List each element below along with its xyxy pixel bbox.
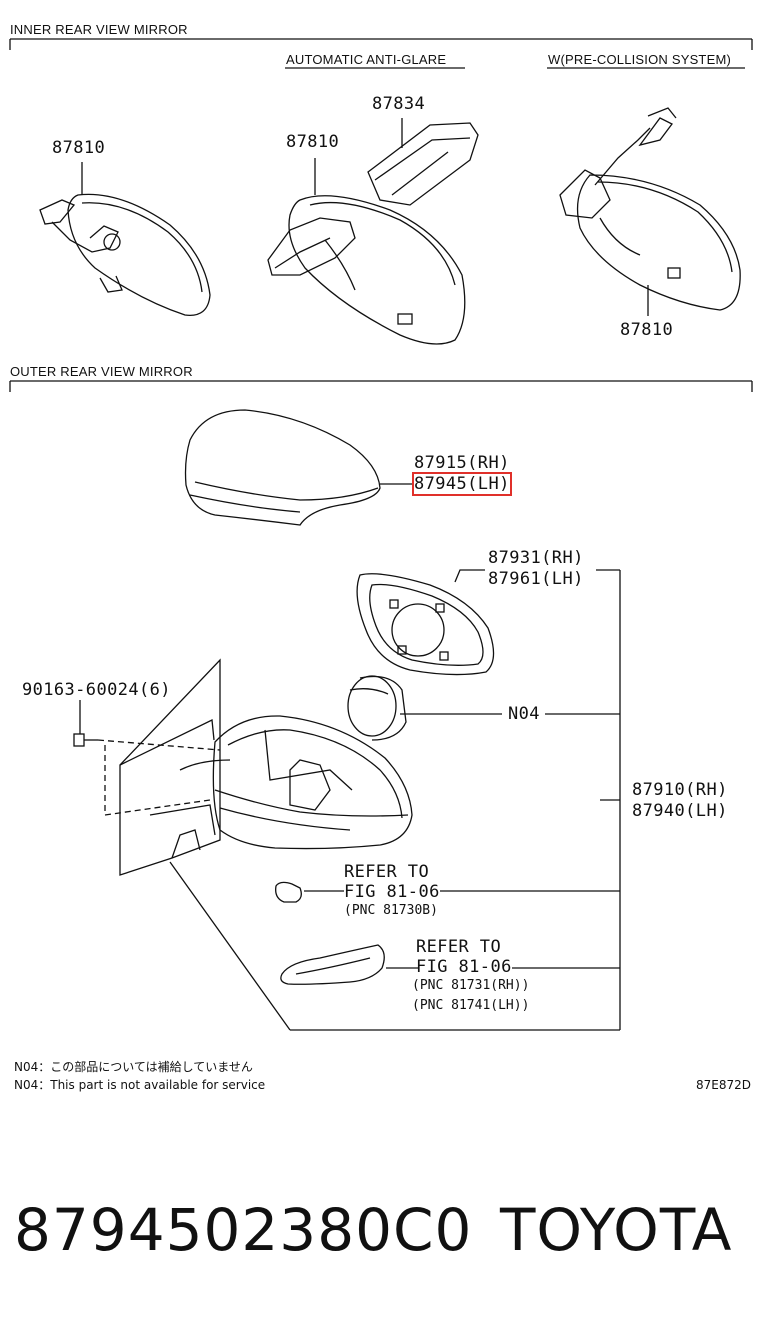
- note-en: N04：This part is not available for servi…: [14, 1078, 266, 1092]
- part-label-87931-rh[interactable]: 87931(RH): [488, 548, 584, 568]
- part-label-87910-rh[interactable]: 87910(RH): [632, 780, 728, 800]
- part-label-87810-precollision[interactable]: 87810: [620, 320, 674, 340]
- variant-label-auto-anti-glare: AUTOMATIC ANTI-GLARE: [286, 52, 447, 67]
- part-label-87915-rh[interactable]: 87915(RH): [414, 453, 510, 473]
- ref2-figure-link[interactable]: FIG 81-06: [416, 957, 512, 977]
- mirror-glass-drawing: [356, 569, 495, 676]
- ref2-line1: REFER TO: [416, 937, 502, 957]
- inner-mirror-basic-drawing: [39, 162, 211, 316]
- footer-part-number: 8794502380C0: [14, 1196, 473, 1264]
- section-bracket-inner: [9, 38, 753, 50]
- part-label-87810-auto[interactable]: 87810: [286, 132, 340, 152]
- variant-label-pre-collision: W(PRE-COLLISION SYSTEM): [548, 52, 732, 67]
- footer-brand: TOYOTA: [500, 1196, 733, 1264]
- note-jp: N04：この部品については補給していません: [14, 1060, 253, 1074]
- inner-mirror-precollision-drawing: [559, 107, 741, 316]
- part-label-87834[interactable]: 87834: [372, 94, 426, 114]
- part-label-90163-60024[interactable]: 90163-60024(6): [22, 680, 171, 700]
- ref1-figure-link[interactable]: FIG 81-06: [344, 882, 440, 902]
- part-label-87940-lh[interactable]: 87940(LH): [632, 801, 728, 821]
- turn-signal-drawing: [280, 944, 620, 985]
- inner-mirror-auto-drawing: [267, 118, 479, 345]
- part-label-87945-lh-highlighted[interactable]: 87945(LH): [412, 472, 512, 496]
- motor-drawing: [347, 675, 620, 741]
- part-label-n04[interactable]: N04: [508, 704, 540, 724]
- part-label-87810-basic[interactable]: 87810: [52, 138, 106, 158]
- part-label-87961-lh[interactable]: 87961(LH): [488, 569, 584, 589]
- diagram-code: 87E872D: [696, 1078, 751, 1092]
- section-bracket-outer: [9, 380, 753, 392]
- section-title-inner: INNER REAR VIEW MIRROR: [10, 22, 188, 37]
- mirror-assembly-drawing: [119, 569, 621, 1031]
- ref1-line1: REFER TO: [344, 862, 430, 882]
- outer-cover-drawing: [184, 409, 412, 526]
- bulb-drawing: [275, 881, 620, 903]
- screw-drawing: [73, 700, 221, 816]
- section-title-outer: OUTER REAR VIEW MIRROR: [10, 364, 193, 379]
- ref2-pnc-rh: (PNC 81731(RH)): [412, 978, 530, 993]
- ref1-pnc: (PNC 81730B): [344, 903, 438, 918]
- ref2-pnc-lh: (PNC 81741(LH)): [412, 998, 530, 1013]
